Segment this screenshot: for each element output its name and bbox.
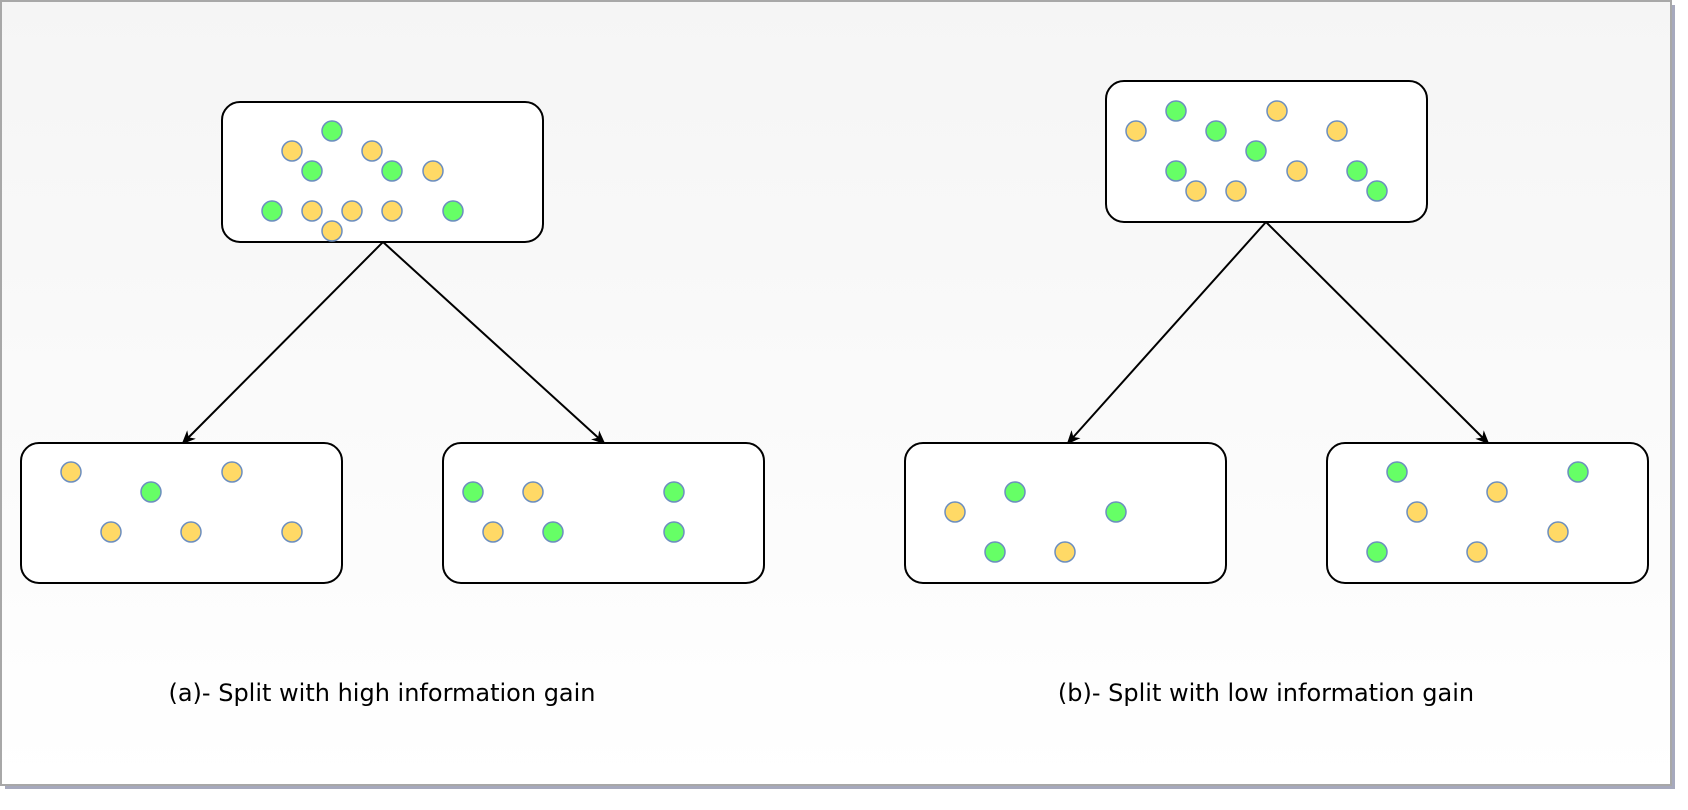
sample-green: [984, 541, 1006, 563]
child-samples-high-left: [60, 461, 303, 543]
sample-green: [1346, 160, 1368, 182]
sample-yellow: [422, 160, 444, 182]
sample-yellow: [1486, 481, 1508, 503]
sample-yellow: [1466, 541, 1488, 563]
child-node-high-left: [20, 442, 343, 584]
sample-green: [1366, 180, 1388, 202]
sample-green: [1004, 481, 1026, 503]
sample-yellow: [1185, 180, 1207, 202]
child-samples-low-left: [944, 481, 1127, 563]
parent-samples-low: [1125, 100, 1388, 202]
edge-low-right: [1265, 221, 1490, 445]
sample-yellow: [281, 521, 303, 543]
sample-yellow: [1406, 501, 1428, 523]
child-samples-high-right: [462, 481, 685, 543]
parent-samples-high: [261, 120, 464, 242]
sample-yellow: [1547, 521, 1569, 543]
edge-high-left: [181, 241, 384, 445]
sample-yellow: [100, 521, 122, 543]
child-node-low-right: [1326, 442, 1649, 584]
sample-green: [663, 481, 685, 503]
sample-yellow: [301, 200, 323, 222]
sample-yellow: [1225, 180, 1247, 202]
sample-yellow: [341, 200, 363, 222]
sample-yellow: [281, 140, 303, 162]
edge-low-left: [1066, 221, 1267, 445]
sample-green: [261, 200, 283, 222]
edge-high-right: [382, 241, 606, 445]
child-samples-low-right: [1366, 461, 1589, 563]
caption-high-gain: (a)- Split with high information gain: [168, 679, 596, 707]
sample-yellow: [1125, 120, 1147, 142]
sample-yellow: [60, 461, 82, 483]
sample-green: [1567, 461, 1589, 483]
sample-green: [140, 481, 162, 503]
sample-yellow: [522, 481, 544, 503]
sample-green: [663, 521, 685, 543]
sample-yellow: [221, 461, 243, 483]
sample-green: [1366, 541, 1388, 563]
sample-yellow: [944, 501, 966, 523]
sample-green: [442, 200, 464, 222]
sample-green: [1105, 501, 1127, 523]
diagram-low-gain: [904, 80, 1649, 584]
sample-green: [381, 160, 403, 182]
sample-green: [1165, 160, 1187, 182]
sample-yellow: [321, 220, 343, 242]
sample-green: [301, 160, 323, 182]
sample-yellow: [1286, 160, 1308, 182]
sample-green: [1165, 100, 1187, 122]
sample-yellow: [1054, 541, 1076, 563]
sample-yellow: [381, 200, 403, 222]
sample-green: [462, 481, 484, 503]
sample-green: [321, 120, 343, 142]
sample-yellow: [482, 521, 504, 543]
sample-green: [1245, 140, 1267, 162]
child-node-high-right: [442, 442, 765, 584]
sample-green: [542, 521, 564, 543]
sample-yellow: [361, 140, 383, 162]
sample-yellow: [180, 521, 202, 543]
caption-low-gain: (b)- Split with low information gain: [1057, 679, 1475, 707]
sample-yellow: [1266, 100, 1288, 122]
sample-green: [1205, 120, 1227, 142]
sample-green: [1386, 461, 1408, 483]
sample-yellow: [1326, 120, 1348, 142]
diagram-high-gain: [20, 101, 765, 584]
